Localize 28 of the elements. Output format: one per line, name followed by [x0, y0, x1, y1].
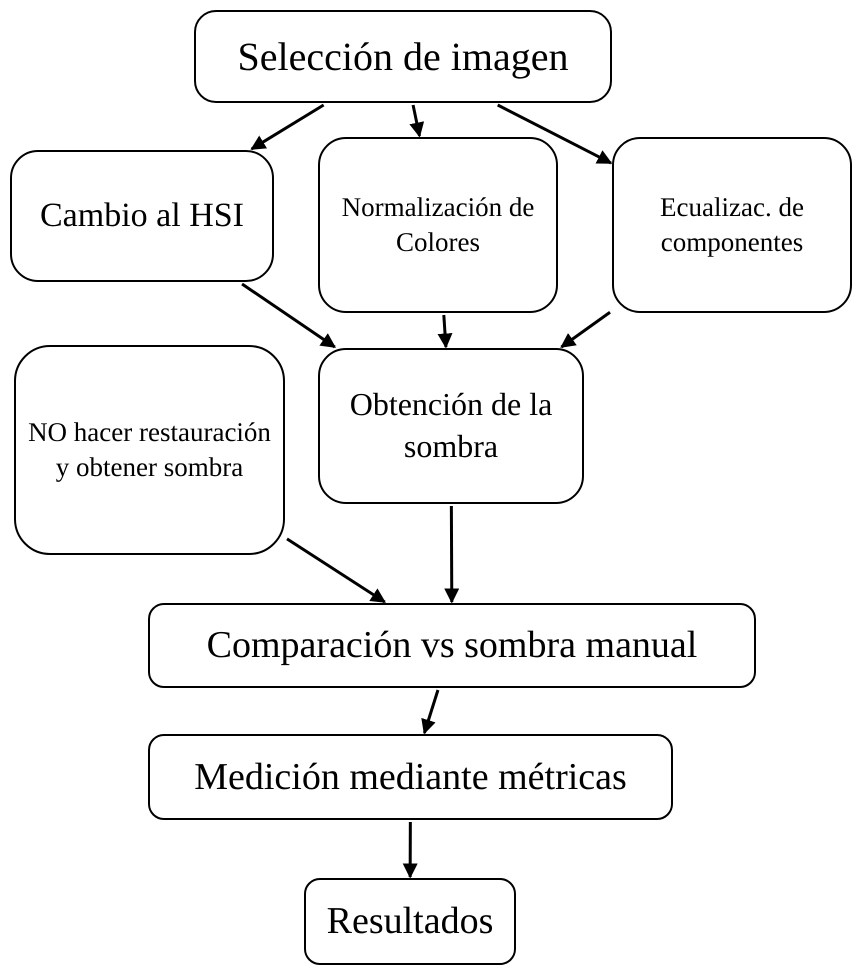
box-label: Selección de imagen — [238, 32, 568, 81]
arrow — [421, 690, 440, 734]
arrow — [438, 314, 452, 348]
box-label: Comparación vs sombra manual — [206, 623, 698, 668]
arrow — [402, 822, 418, 878]
arrow — [560, 311, 611, 348]
box-label: Ecualizac. de componentes — [659, 190, 805, 259]
process-box — [148, 734, 673, 820]
box-label: Normalización de Colores — [340, 190, 536, 259]
process-box — [194, 10, 612, 103]
process-box — [148, 603, 756, 688]
box-label: Medición mediante métricas — [194, 754, 627, 800]
box-label: NO hacer restauración y obtener sombra — [27, 416, 272, 484]
arrow — [444, 506, 460, 604]
process-box — [318, 348, 584, 504]
box-label: Resultados — [326, 899, 494, 944]
box-label: Obtención de la sombra — [348, 385, 554, 466]
arrow — [409, 104, 424, 138]
process-box — [304, 878, 516, 965]
process-box — [318, 137, 558, 313]
process-box — [14, 345, 285, 555]
arrow — [250, 104, 324, 150]
arrow — [241, 282, 336, 348]
box-label: Cambio al HSI — [40, 196, 244, 236]
process-box — [612, 137, 852, 313]
process-box — [10, 150, 274, 282]
arrow — [497, 104, 612, 164]
arrow — [286, 538, 386, 604]
